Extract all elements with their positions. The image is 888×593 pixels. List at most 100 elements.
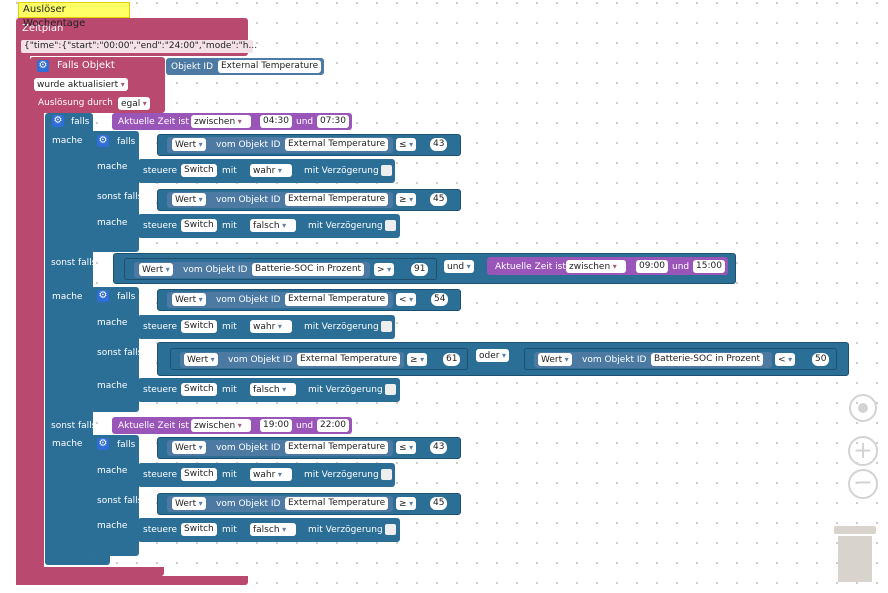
switch-field[interactable]: Switch — [181, 219, 217, 232]
object-field[interactable]: External Temperature — [285, 293, 389, 306]
nested-if-1[interactable] — [91, 131, 139, 252]
updated-dropdown[interactable]: wurde aktualisiert — [34, 78, 128, 91]
schedule-json-field[interactable]: {"time":{"start":"00:00","end":"24:00","… — [21, 40, 257, 53]
bool-dropdown[interactable]: wahr — [250, 320, 292, 333]
steuere-label: steuere — [143, 322, 178, 332]
recenter-icon[interactable] — [849, 394, 877, 422]
mit-label: mit — [222, 166, 237, 176]
bool-dropdown[interactable]: falsch — [250, 219, 296, 232]
delay-checkbox[interactable] — [381, 321, 392, 332]
gear-icon[interactable]: ⚙ — [97, 438, 109, 450]
object-field[interactable]: External Temperature — [285, 138, 389, 151]
kw-falls: falls — [71, 117, 90, 127]
delay-checkbox[interactable] — [385, 524, 396, 535]
kw-sonst-falls: sonst falls — [51, 421, 97, 431]
time-end[interactable]: 22:00 — [317, 419, 349, 432]
operator-dropdown[interactable]: ≤ — [396, 441, 417, 454]
object-field[interactable]: Batterie-SOC in Prozent — [252, 263, 365, 276]
number-field[interactable]: 45 — [430, 497, 448, 510]
object-field[interactable]: External Temperature — [285, 193, 389, 206]
bool-dropdown[interactable]: wahr — [250, 468, 292, 481]
operator-dropdown[interactable]: < — [396, 293, 417, 306]
gear-icon[interactable]: ⚙ — [97, 290, 109, 302]
kw-mache: mache — [97, 521, 128, 531]
operator-dropdown[interactable]: ≥ — [396, 497, 417, 510]
switch-field[interactable]: Switch — [181, 320, 217, 333]
object-id-field[interactable]: External Temperature — [218, 60, 322, 73]
time-mode-dropdown[interactable]: zwischen — [191, 115, 251, 128]
delay-checkbox[interactable] — [381, 165, 392, 176]
bool-dropdown[interactable]: falsch — [250, 383, 296, 396]
logic-dropdown[interactable]: und — [444, 260, 474, 273]
operator-dropdown[interactable]: ≤ — [396, 138, 417, 151]
zoom-out-icon[interactable]: − — [848, 469, 878, 499]
object-field[interactable]: External Temperature — [297, 353, 401, 366]
steuere-label: steuere — [143, 525, 178, 535]
number-field[interactable]: 43 — [430, 138, 448, 151]
delay-checkbox[interactable] — [385, 384, 396, 395]
wert-dropdown[interactable]: Wert — [172, 138, 206, 151]
delay-label: mit Verzögerung — [308, 221, 383, 231]
time-start[interactable]: 04:30 — [260, 115, 292, 128]
time-label: Aktuelle Zeit ist — [118, 421, 189, 431]
steuere-label: steuere — [143, 166, 178, 176]
mit-label: mit — [222, 322, 237, 332]
delay-label: mit Verzögerung — [304, 470, 379, 480]
bool-dropdown[interactable]: falsch — [250, 523, 296, 536]
number-field[interactable]: 50 — [812, 353, 830, 366]
mit-label: mit — [222, 385, 237, 395]
gear-icon[interactable]: ⚙ — [52, 115, 64, 127]
switch-field[interactable]: Switch — [181, 383, 217, 396]
switch-field[interactable]: Switch — [181, 164, 217, 177]
trigger-by-dropdown[interactable]: egal — [118, 97, 150, 110]
object-field[interactable]: External Temperature — [285, 441, 389, 454]
bool-dropdown[interactable]: wahr — [250, 164, 292, 177]
mit-label: mit — [222, 221, 237, 231]
gear-icon[interactable]: ⚙ — [97, 135, 109, 147]
operator-dropdown[interactable]: ≥ — [407, 353, 428, 366]
nested-if-3[interactable] — [91, 435, 139, 556]
time-end[interactable]: 15:00 — [693, 260, 725, 273]
number-field[interactable]: 61 — [443, 353, 461, 366]
object-field[interactable]: External Temperature — [285, 497, 389, 510]
operator-dropdown[interactable]: < — [775, 353, 796, 366]
time-mode-dropdown[interactable]: zwischen — [566, 260, 626, 273]
logic-dropdown[interactable]: oder — [476, 349, 510, 362]
delay-label: mit Verzögerung — [304, 322, 379, 332]
time-end[interactable]: 07:30 — [317, 115, 349, 128]
time-mode-dropdown[interactable]: zwischen — [191, 419, 251, 432]
vom-label: vom Objekt ID — [216, 140, 281, 150]
wert-dropdown[interactable]: Wert — [172, 441, 206, 454]
object-field[interactable]: Batterie-SOC in Prozent — [651, 353, 764, 366]
object-trigger-bottom — [30, 567, 164, 576]
delay-checkbox[interactable] — [381, 469, 392, 480]
und-label: und — [296, 117, 314, 127]
zoom-in-icon[interactable]: + — [848, 436, 878, 466]
steuere-label: steuere — [143, 385, 178, 395]
switch-field[interactable]: Switch — [181, 468, 217, 481]
wert-dropdown[interactable]: Wert — [184, 353, 218, 366]
wert-dropdown[interactable]: Wert — [172, 293, 206, 306]
schedule-bottom-bar — [16, 576, 248, 585]
operator-dropdown[interactable]: ≥ — [396, 193, 417, 206]
number-field[interactable]: 43 — [430, 441, 448, 454]
time-label: Aktuelle Zeit ist — [118, 117, 189, 127]
steuere-label: steuere — [143, 470, 178, 480]
wert-dropdown[interactable]: Wert — [172, 497, 206, 510]
delay-checkbox[interactable] — [385, 220, 396, 231]
trash-icon[interactable] — [834, 526, 876, 582]
gear-icon[interactable]: ⚙ — [37, 60, 49, 72]
wert-dropdown[interactable]: Wert — [538, 353, 572, 366]
trigger-by-label: Auslösung durch — [38, 98, 113, 108]
operator-dropdown[interactable]: > — [374, 263, 395, 276]
wert-dropdown[interactable]: Wert — [172, 193, 206, 206]
number-field[interactable]: 45 — [430, 193, 448, 206]
time-label: Aktuelle Zeit ist — [495, 262, 566, 272]
number-field[interactable]: 91 — [411, 263, 429, 276]
switch-field[interactable]: Switch — [181, 523, 217, 536]
number-field[interactable]: 54 — [431, 293, 449, 306]
nested-if-2[interactable] — [91, 287, 139, 412]
wert-dropdown[interactable]: Wert — [139, 263, 173, 276]
time-start[interactable]: 19:00 — [260, 419, 292, 432]
time-start[interactable]: 09:00 — [636, 260, 668, 273]
